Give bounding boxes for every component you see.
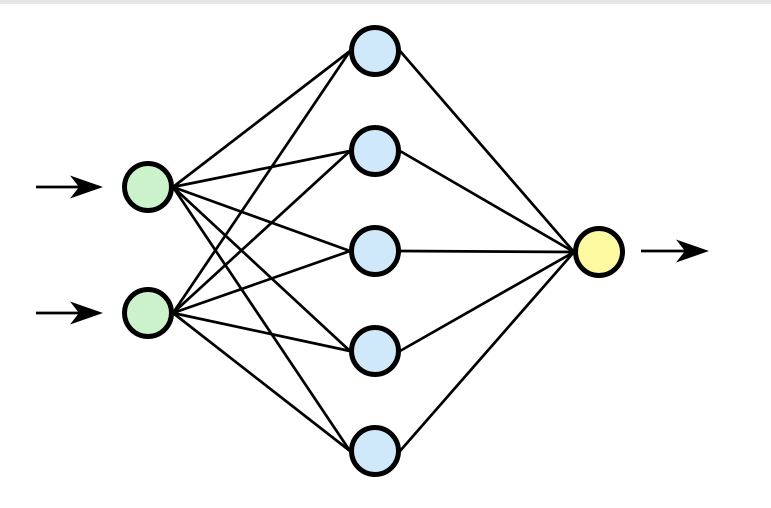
edge-input-to-hidden (171, 50, 352, 314)
output-arrow-arrowhead-icon (676, 239, 709, 263)
edge-hidden-to-output (399, 149, 575, 254)
edge-hidden-to-output (398, 251, 576, 452)
edge-input-to-hidden (171, 186, 352, 452)
edge-input-to-hidden (172, 186, 351, 352)
edge-input-to-hidden (172, 49, 351, 189)
input-node (122, 287, 174, 339)
hidden-node (349, 225, 401, 277)
hidden-node (349, 25, 401, 77)
edge-input-to-hidden (172, 185, 351, 253)
hidden-node (349, 325, 401, 377)
hidden-node (349, 125, 401, 177)
edge-input-to-hidden (172, 311, 351, 453)
output-node (573, 226, 625, 278)
input-node (122, 161, 174, 213)
hidden-node (349, 425, 401, 477)
edge-input-to-hidden (172, 149, 351, 189)
edge-input-to-hidden (172, 150, 351, 314)
input-arrow-arrowhead-icon (70, 301, 103, 325)
edge-hidden-to-output (399, 250, 575, 353)
input-arrow-arrowhead-icon (70, 175, 103, 199)
edge-hidden-to-output (398, 50, 576, 253)
top-border-bar (0, 0, 771, 4)
edge-hidden-to-output (399, 249, 575, 254)
edge-input-to-hidden (172, 249, 351, 315)
edge-input-to-hidden (172, 311, 351, 353)
